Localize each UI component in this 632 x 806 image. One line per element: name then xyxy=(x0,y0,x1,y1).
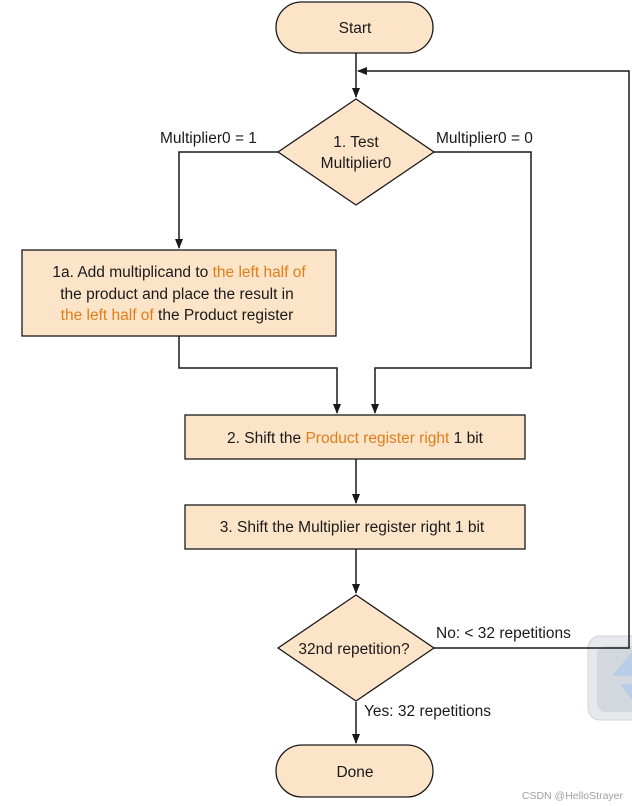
repetition-decision-node: 32nd repetition? xyxy=(276,594,436,702)
shift-product-node: 2. Shift the Product register right 1 bi… xyxy=(184,414,526,460)
corner-decoration-icon xyxy=(587,635,632,721)
edges xyxy=(175,53,630,744)
add-multiplicand-node: 1a. Add multiplicand to the left half of… xyxy=(21,249,337,337)
edge-label-multiplier-zero: Multiplier0 = 0 xyxy=(436,130,533,147)
repetition-label: 32nd repetition? xyxy=(298,641,410,658)
shift-product-prefix: 2. Shift the xyxy=(227,430,305,447)
edge-test-to-add xyxy=(175,151,278,249)
shift-product-highlight: Product register right xyxy=(305,430,450,447)
watermark: CSDN @HelloStrayer xyxy=(522,790,624,802)
start-node: Start xyxy=(275,1,434,54)
done-label: Done xyxy=(336,764,373,781)
edge-add-to-shift-product xyxy=(178,336,341,414)
shift-product-suffix: 1 bit xyxy=(449,430,483,447)
test-label-line1: 1. Test xyxy=(333,134,379,151)
add-line3-highlight: the left half of xyxy=(61,307,155,324)
done-node: Done xyxy=(275,744,434,798)
add-line1-highlight: the left half of xyxy=(213,264,307,281)
add-line1-plain: 1a. Add multiplicand to xyxy=(52,264,212,281)
shift-product-label: 2. Shift the Product register right 1 bi… xyxy=(227,430,484,447)
shift-multiplier-label: 3. Shift the Multiplier register right 1… xyxy=(220,519,485,536)
edge-test-to-shift-product xyxy=(371,151,532,414)
test-label-line2: Multiplier0 xyxy=(321,155,392,172)
edge-label-no-branch: No: < 32 repetitions xyxy=(436,625,571,642)
start-label: Start xyxy=(339,20,372,37)
add-line3-plain: the Product register xyxy=(154,307,294,324)
add-label-line3: the left half of the Product register xyxy=(61,307,294,324)
add-label-line2: the product and place the result in xyxy=(60,286,294,303)
edge-repetition-loop-back xyxy=(357,67,630,649)
test-decision-node: 1. Test Multiplier0 xyxy=(276,98,436,206)
shift-multiplier-node: 3. Shift the Multiplier register right 1… xyxy=(184,504,526,550)
edge-label-multiplier-one: Multiplier0 = 1 xyxy=(160,130,257,147)
add-label-line1: 1a. Add multiplicand to the left half of xyxy=(52,264,306,281)
edge-label-yes-branch: Yes: 32 repetitions xyxy=(364,703,491,720)
